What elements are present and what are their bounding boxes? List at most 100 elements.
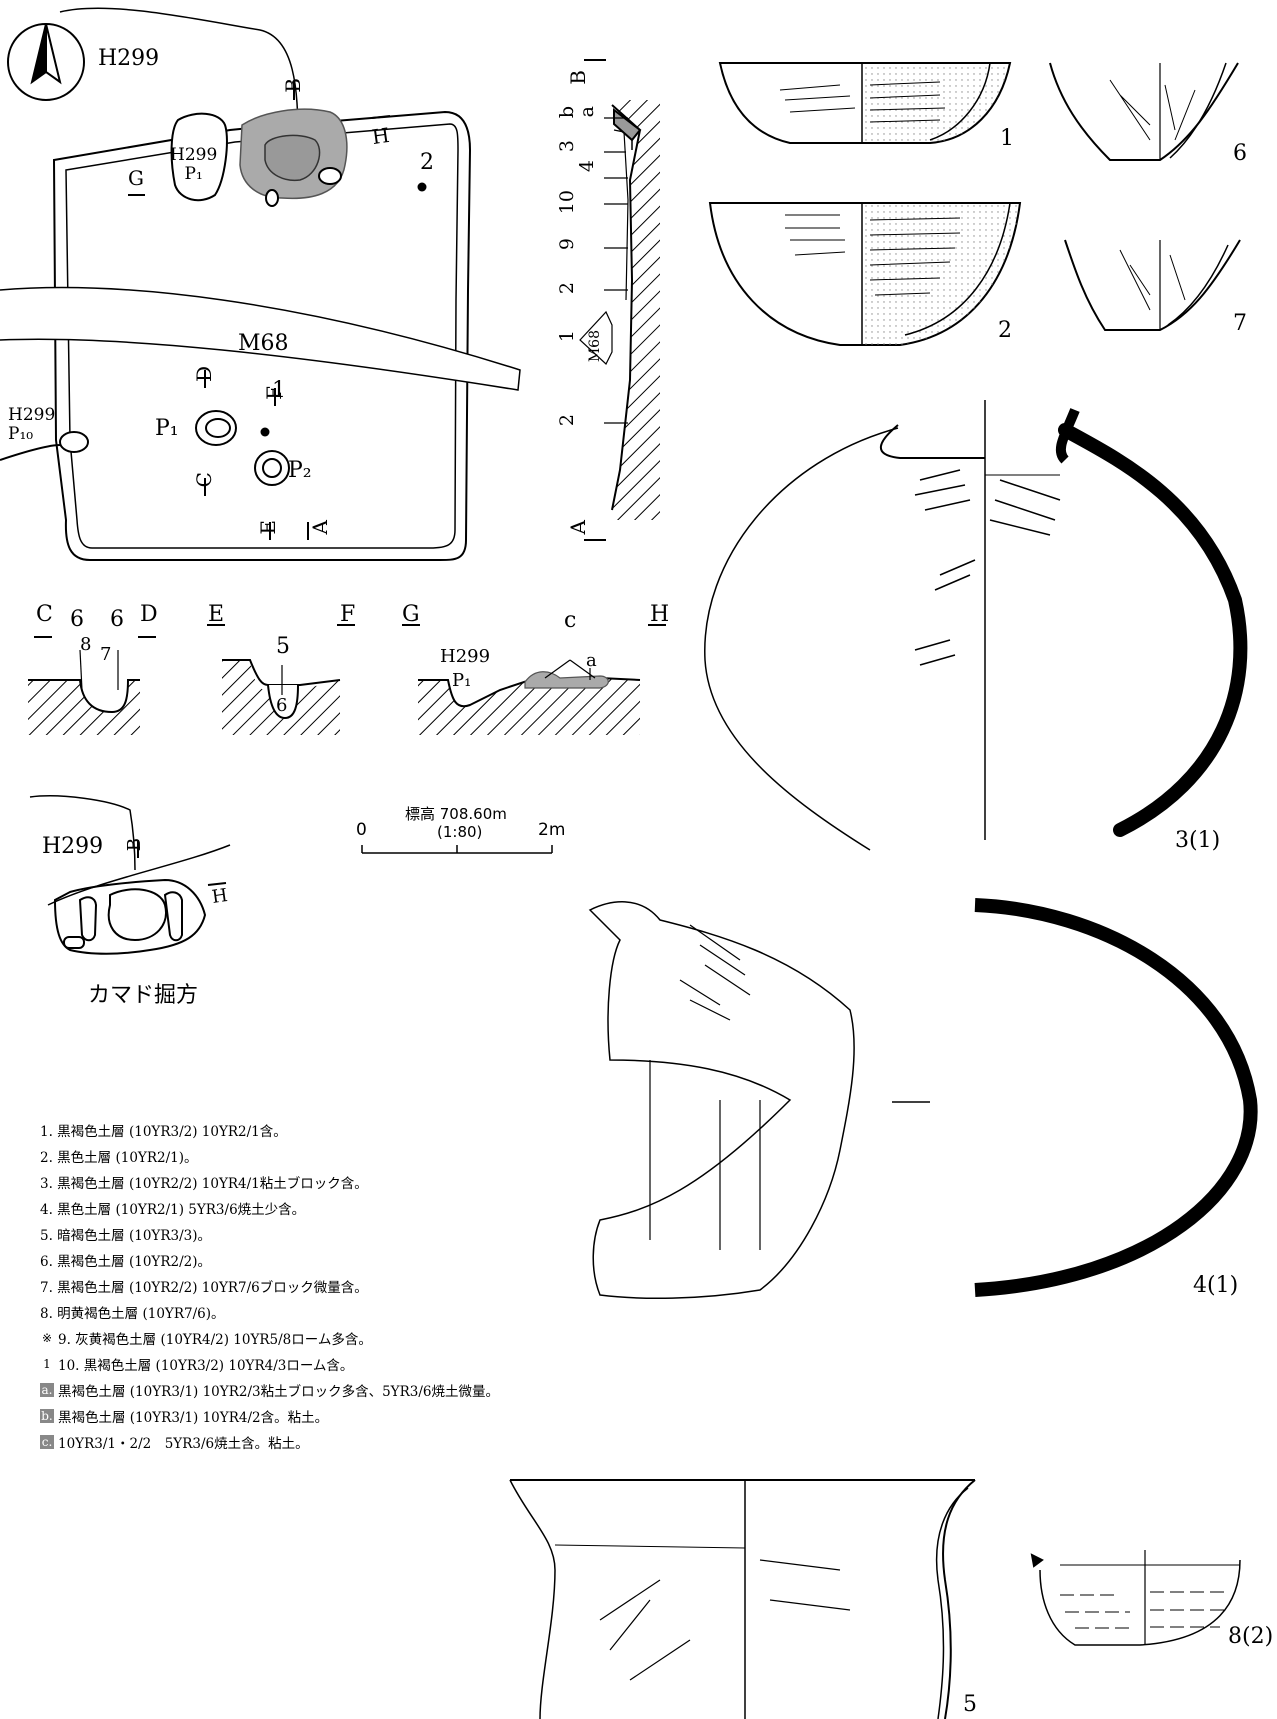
legend-row: 2. 黒色土層 (10YR2/1)。 <box>40 1143 499 1169</box>
legend-mark: ※ <box>41 1331 53 1345</box>
pit-p1-label: P₁ <box>155 416 179 441</box>
artifact-3 <box>704 400 1248 851</box>
legend-text: 黒褐色土層 (10YR3/1) 10YR2/3粘土ブロック多含、5YR3/6焼土… <box>58 1384 499 1400</box>
artifact-4 <box>588 898 1258 1300</box>
pit-p2-label: P₂ <box>288 458 312 483</box>
artifact-number: 6 <box>1233 141 1247 166</box>
legend-text: 2. 黒色土層 (10YR2/1)。 <box>40 1150 198 1166</box>
section-letter: F <box>262 386 286 400</box>
legend-text: 6. 黒褐色土層 (10YR2/2)。 <box>40 1254 211 1270</box>
section-cd-right: D <box>140 602 158 627</box>
artifact-2 <box>708 202 1022 346</box>
legend-text: 黒褐色土層 (10YR3/1) 10YR4/2含。粘土。 <box>58 1410 329 1426</box>
section-ef-layer: 6 <box>276 695 288 716</box>
legend-row: b. 黒褐色土層 (10YR3/1) 10YR4/2含。粘土。 <box>40 1403 499 1429</box>
section-gh-right: H <box>650 602 670 627</box>
artifact-number: 5 <box>963 1692 977 1717</box>
ditch-label: M68 <box>238 331 289 356</box>
section-cd-layer: 8 <box>80 634 92 655</box>
section-ab-layer: 1 <box>556 330 578 343</box>
section-ab <box>579 59 660 541</box>
legend-text: 5. 暗褐色土層 (10YR3/3)。 <box>40 1228 211 1244</box>
section-ef-right: F <box>340 602 356 627</box>
point-marker <box>260 427 270 437</box>
section-letter: G <box>128 166 144 190</box>
legend-row: a. 黒褐色土層 (10YR3/1) 10YR2/3粘土ブロック多含、5YR3/6… <box>40 1377 499 1403</box>
section-letter: A <box>308 520 332 535</box>
artifact-1 <box>718 62 1012 144</box>
kamado-caption: カマド掘方 <box>88 983 199 1008</box>
section-letter: D <box>192 366 216 383</box>
legend-row: 4. 黒色土層 (10YR2/1) 5YR3/6焼土少含。 <box>40 1195 499 1221</box>
legend-text: 4. 黒色土層 (10YR2/1) 5YR3/6焼土少含。 <box>40 1202 306 1218</box>
section-ab-layer: 4 <box>576 160 598 173</box>
plan-feature-label: H299 <box>98 46 160 71</box>
section-gh <box>402 624 666 735</box>
section-letter: H <box>370 122 392 150</box>
section-gh-pit: H299 <box>440 646 491 667</box>
kamado-plan <box>29 795 231 955</box>
section-ab-layer: a <box>576 106 598 118</box>
legend-row: 8. 明黄褐色土層 (10YR7/6)。 <box>40 1299 499 1325</box>
section-gh-pit-sub: P₁ <box>452 670 472 691</box>
section-ab-layer: M68 <box>587 330 603 363</box>
legend-text: 8. 明黄褐色土層 (10YR7/6)。 <box>40 1306 225 1322</box>
artifact-6 <box>1049 62 1239 161</box>
section-ab-layer: 2 <box>556 414 578 427</box>
section-ef-left: E <box>208 602 225 627</box>
section-cd-layer: 6 <box>70 607 84 632</box>
section-ab-layer: 2 <box>556 282 578 295</box>
kamado-letter: H <box>210 885 230 908</box>
scale-bar <box>361 845 553 854</box>
section-gh-left: G <box>402 602 420 627</box>
artifact-number: 3(1) <box>1175 828 1221 853</box>
section-cd-layer: 6 <box>110 607 124 632</box>
legend-mark: b. <box>40 1409 54 1423</box>
artifact-number: 1 <box>1000 126 1014 151</box>
scale-bar-end: 2m <box>538 820 566 840</box>
section-cd-layer: 7 <box>100 644 112 665</box>
legend-row: c. 10YR3/1・2/2 5YR3/6焼土含。粘土。 <box>40 1429 499 1455</box>
kamado-feature-label: H299 <box>42 834 104 859</box>
legend-text: 9. 灰黄褐色土層 (10YR4/2) 10YR5/8ローム多含。 <box>58 1332 372 1348</box>
section-letter: C <box>192 472 216 488</box>
section-gh-layer: a <box>586 650 597 671</box>
section-ab-layer: 3 <box>556 140 578 153</box>
section-letter: E <box>256 520 280 535</box>
legend-mark: c. <box>40 1435 54 1449</box>
artifact-5 <box>509 1479 976 1719</box>
legend-mark: 1 <box>43 1357 51 1371</box>
legend-text: 10YR3/1・2/2 5YR3/6焼土含。粘土。 <box>58 1436 309 1452</box>
artifact-number: 4(1) <box>1193 1273 1239 1298</box>
legend-text: 7. 黒褐色土層 (10YR2/2) 10YR7/6ブロック微量含。 <box>40 1280 368 1296</box>
legend-row: 1. 黒褐色土層 (10YR3/2) 10YR2/1含。 <box>40 1117 499 1143</box>
pit-small-label: H299 P₁ <box>170 145 218 184</box>
legend-row: 1 10. 黒褐色土層 (10YR3/2) 10YR4/3ローム含。 <box>40 1351 499 1377</box>
legend-row: 7. 黒褐色土層 (10YR2/2) 10YR7/6ブロック微量含。 <box>40 1273 499 1299</box>
artifact-7 <box>1064 239 1241 331</box>
point-label: 2 <box>420 150 434 175</box>
legend-mark: a. <box>40 1383 54 1397</box>
legend-row: 3. 黒褐色土層 (10YR2/2) 10YR4/1粘土ブロック含。 <box>40 1169 499 1195</box>
section-cd-left: C <box>36 602 53 627</box>
artifact-8 <box>1030 1550 1241 1646</box>
legend-text: 3. 黒褐色土層 (10YR2/2) 10YR4/1粘土ブロック含。 <box>40 1176 368 1192</box>
section-letter: B <box>281 78 305 93</box>
artifact-number: 2 <box>998 318 1012 343</box>
pit-outer <box>52 110 472 561</box>
section-ef-layer: 5 <box>276 634 290 659</box>
scale-bar-title: 標高 708.60m <box>405 805 507 823</box>
artifact-number: 8(2) <box>1228 1624 1274 1649</box>
legend-text: 10. 黒褐色土層 (10YR3/2) 10YR4/3ローム含。 <box>58 1358 354 1374</box>
point-marker <box>417 182 427 192</box>
section-ab-layer: b <box>556 106 578 119</box>
legend-row: ※ 9. 灰黄褐色土層 (10YR4/2) 10YR5/8ローム多含。 <box>40 1325 499 1351</box>
kamado-letter: B <box>124 838 145 852</box>
scale-bar-start: 0 <box>356 820 367 840</box>
scale-bar-ratio: (1:80) <box>437 823 483 841</box>
section-ab-layer: 9 <box>556 238 578 251</box>
pit-p10-label: H299 P₁₀ <box>8 405 56 444</box>
section-ab-end-a: A <box>566 520 590 535</box>
ditch-m68 <box>0 286 521 391</box>
